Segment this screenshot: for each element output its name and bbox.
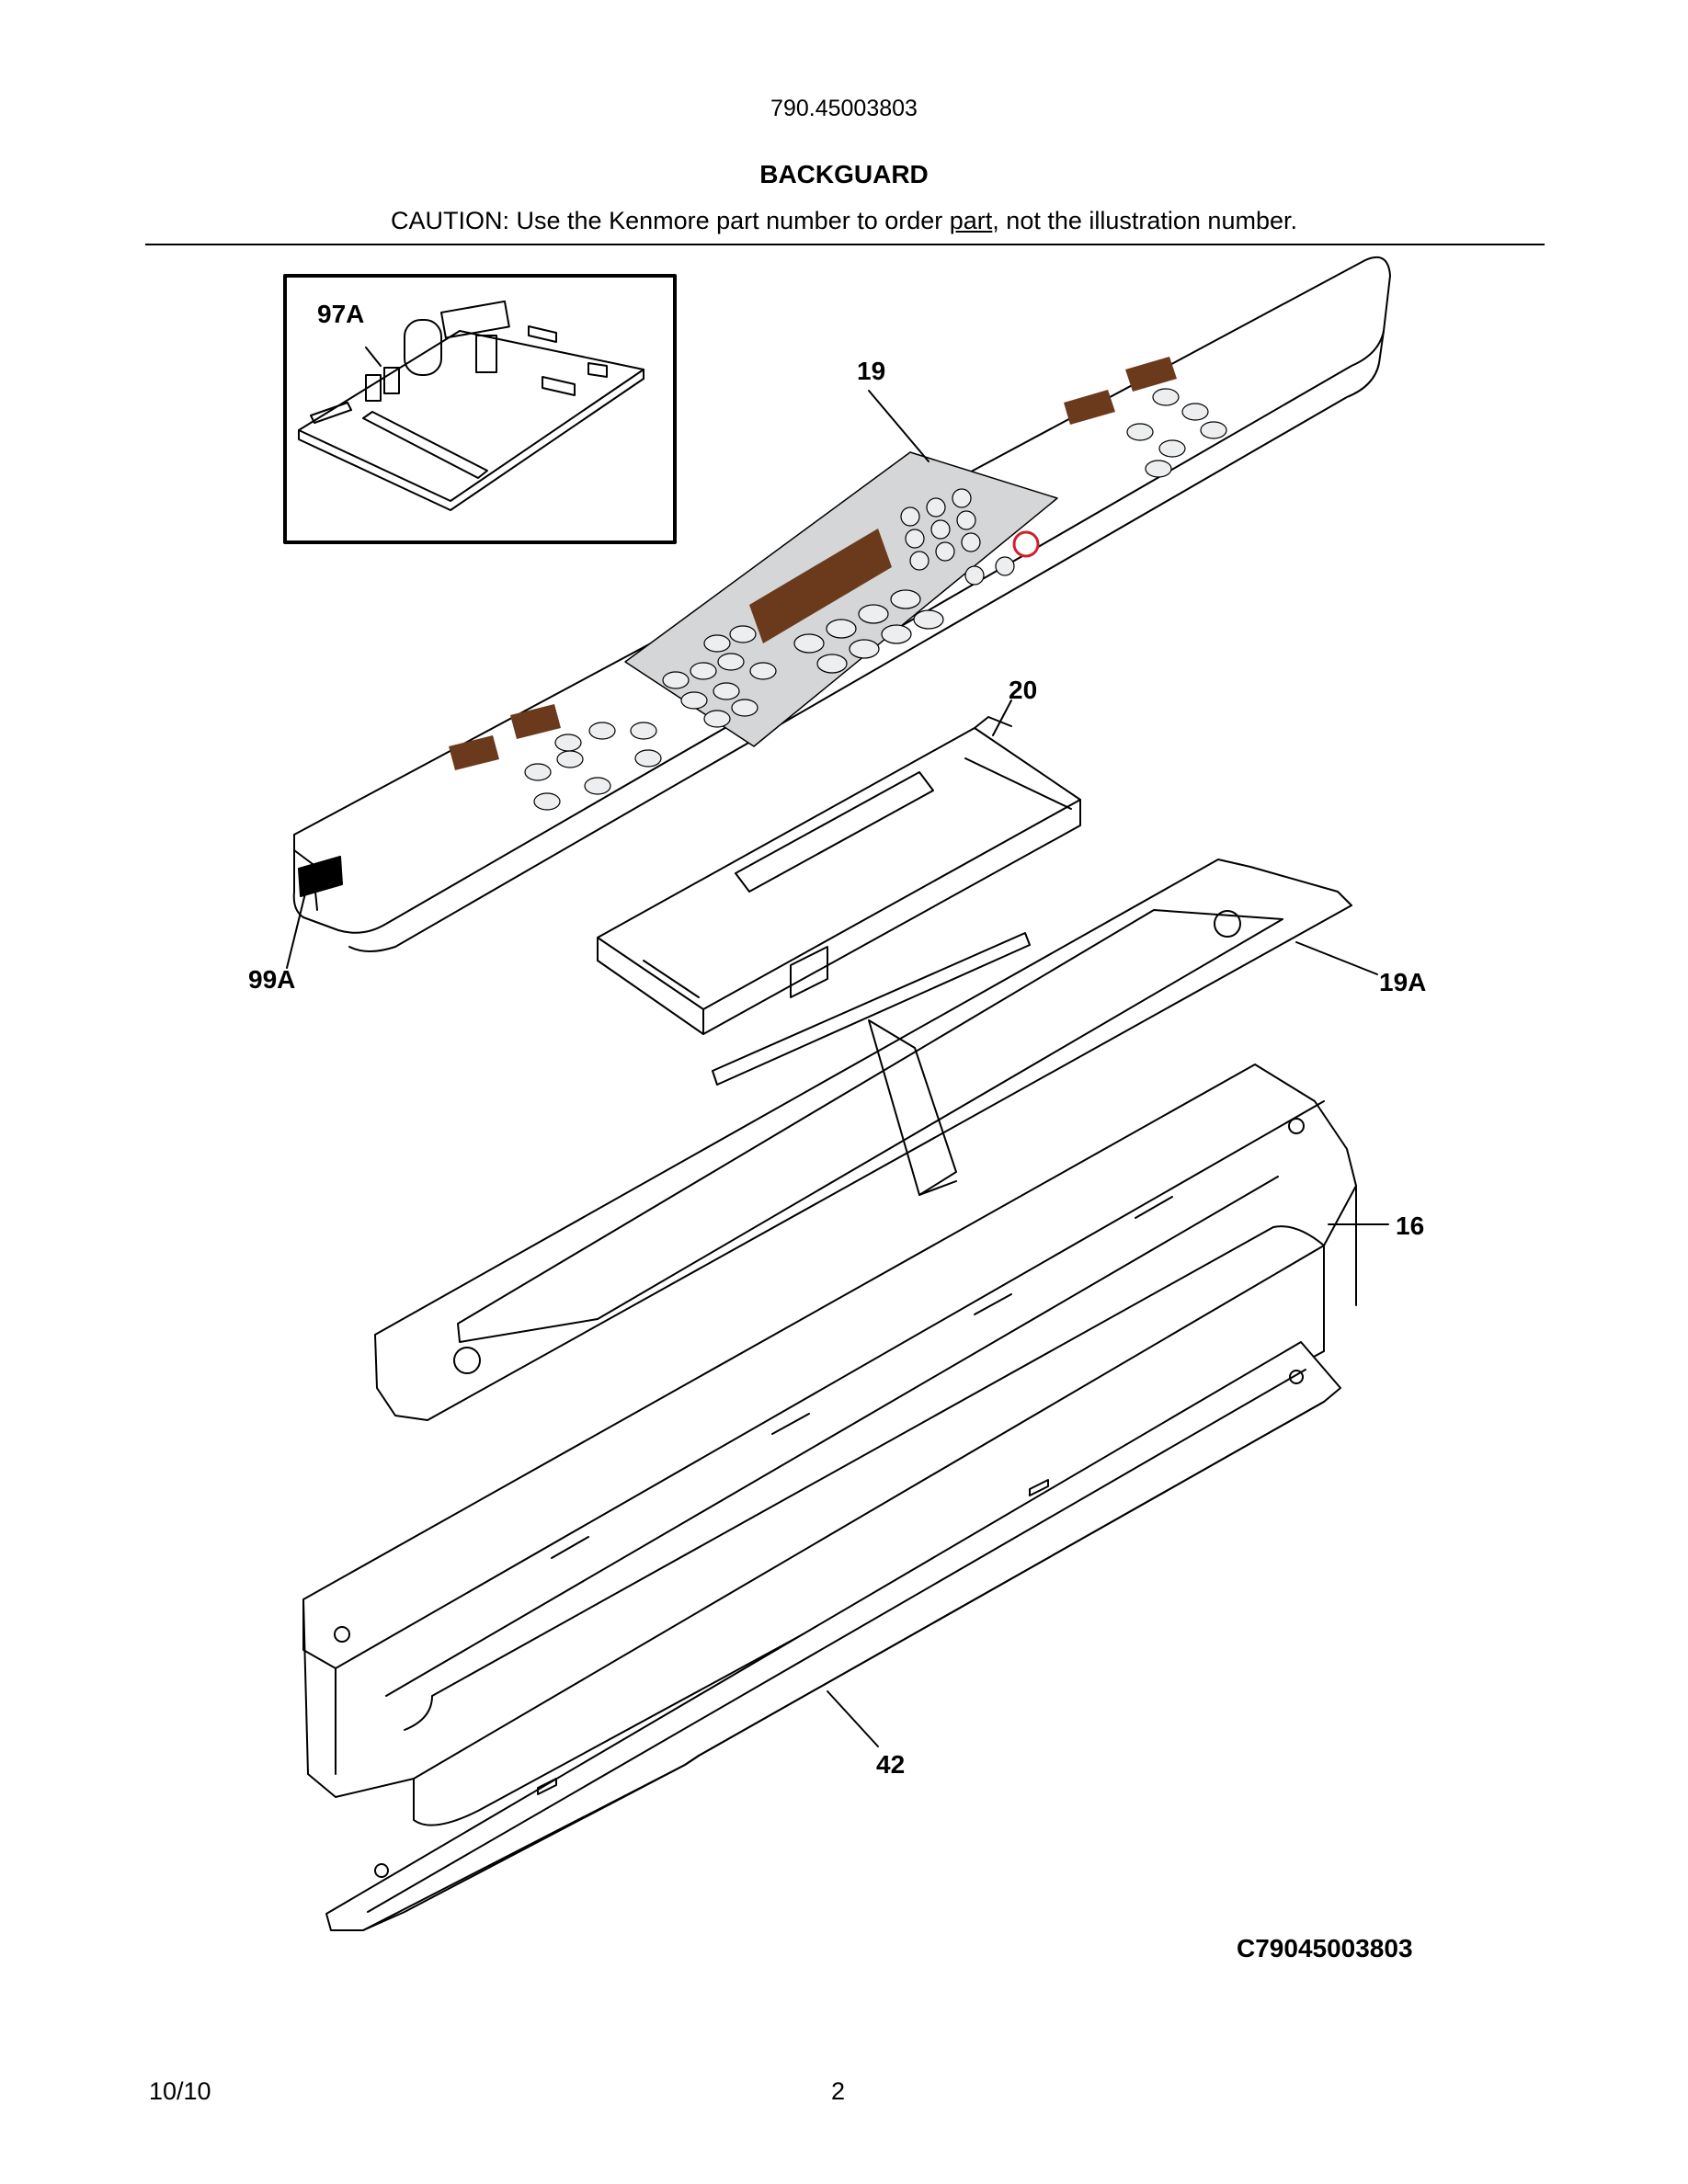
callout-19a: 19A xyxy=(1379,968,1427,996)
illustration-code: C79045003803 xyxy=(1237,1934,1413,1962)
mounting-bracket xyxy=(325,1341,1341,1931)
caution-note: CAUTION: Use the Kenmore part number to … xyxy=(0,207,1688,235)
callout-20: 20 xyxy=(1009,676,1038,704)
ribbon-cable xyxy=(298,856,343,897)
backguard-panel xyxy=(292,256,1391,952)
caution-underlined-word: part xyxy=(949,207,993,234)
page-number: 2 xyxy=(831,2077,846,2105)
backguard-frame xyxy=(302,1064,1357,1826)
gasket-frame xyxy=(374,859,1352,1421)
model-number: 790.45003803 xyxy=(770,96,918,121)
electronic-control-unit xyxy=(597,716,1081,1035)
control-board-inset xyxy=(283,274,677,544)
caution-suffix: , not the illustration number. xyxy=(992,207,1297,234)
callout-16: 16 xyxy=(1396,1211,1425,1240)
callout-97a: 97A xyxy=(317,300,365,328)
callout-42: 42 xyxy=(876,1750,906,1779)
leader-lines xyxy=(286,390,1389,1747)
callout-99a: 99A xyxy=(248,965,296,994)
section-title: BACKGUARD xyxy=(759,160,929,188)
callout-19: 19 xyxy=(857,357,886,385)
header-rule xyxy=(145,244,1545,245)
caution-prefix: CAUTION: Use the Kenmore part number to … xyxy=(391,207,950,234)
footer-date: 10/10 xyxy=(149,2077,211,2105)
